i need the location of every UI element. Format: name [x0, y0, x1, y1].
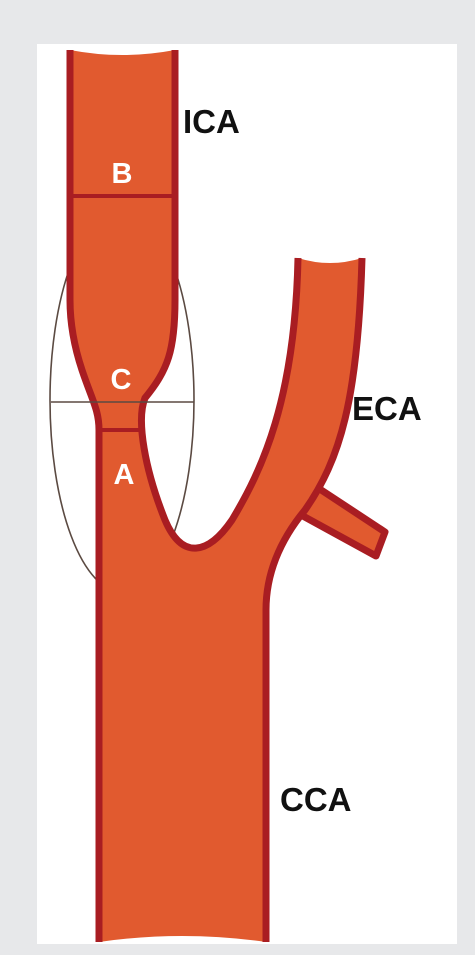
vessel-label-ica: ICA — [183, 103, 240, 140]
segment-label-a: A — [114, 459, 135, 491]
segment-label-b: B — [112, 158, 133, 190]
vessel-label-cca: CCA — [280, 781, 352, 818]
vessel-label-eca: ECA — [352, 390, 422, 427]
segment-label-c: C — [111, 364, 132, 396]
